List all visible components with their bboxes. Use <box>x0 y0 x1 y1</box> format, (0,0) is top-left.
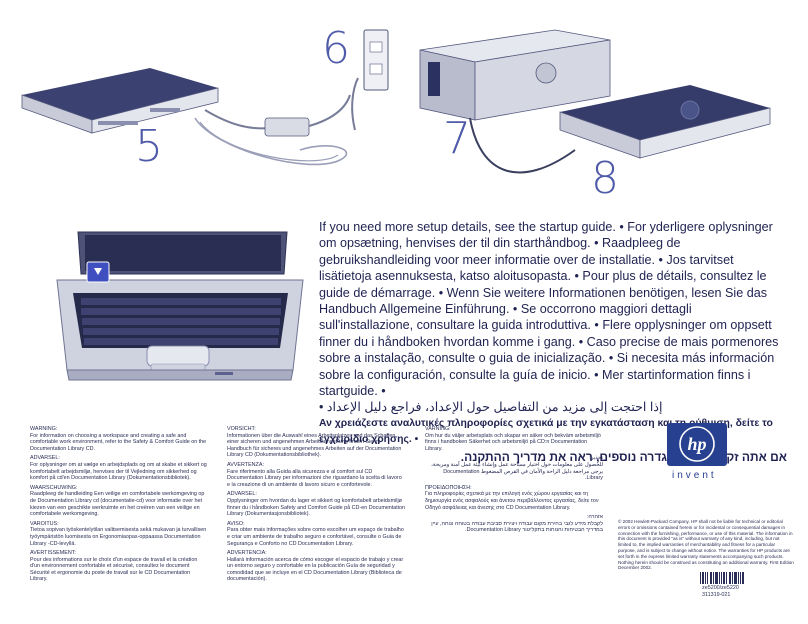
step-number-8: 8 <box>591 153 619 204</box>
hp-logo-text: hp <box>687 434 706 454</box>
step-number-6: 6 <box>322 23 350 74</box>
copyright-notice: © 2002 Hewlett-Packard Company. HP shall… <box>618 519 794 571</box>
warning-body: Om hur du väljer arbetsplats och skapar … <box>425 432 601 452</box>
warning-heading: WARNING: <box>30 426 58 432</box>
warning-body: Pour des informations sur le choix d'un … <box>30 556 198 583</box>
barcode-number: 311319-021 <box>702 592 731 598</box>
setup-multilingual-paragraph: If you need more setup details, see the … <box>319 220 779 399</box>
warning-body: للحصول على معلومات حول اختيار مساحة عمل … <box>431 461 603 482</box>
warning-body: Opplysninger om hvordan du lager et sikk… <box>227 497 405 518</box>
warning-heading: VARNING: <box>425 426 451 432</box>
warning-heading: VORSICHT: <box>227 426 256 432</box>
step-number-5: 5 <box>135 121 163 172</box>
power-adapter-illustration <box>194 94 351 166</box>
hp-logo-icon: hp <box>679 426 715 462</box>
warning-heading: ADVARSEL: <box>30 455 60 462</box>
model-number: ze5200/ze5220 <box>702 585 739 591</box>
warning-body: לקבלת מידע לגבי בחירת מקום עבודה ויצירת … <box>431 520 603 534</box>
warning-body: Για πληροφορίες σχετικά με την επιλογή ε… <box>425 491 599 511</box>
warning-body: For oplysninger om at vælge en arbejdspl… <box>30 461 207 482</box>
warning-body: Tietoa sopivan työskentelytilan valitsem… <box>30 527 207 547</box>
warnings-column-3: VARNING: Om hur du väljer arbetsplats oc… <box>425 423 603 534</box>
warning-heading: WAARSCHUWING: <box>30 484 78 491</box>
warning-heading: אזהרה: <box>586 514 603 521</box>
step-number-7: 7 <box>443 113 471 164</box>
warning-heading: AVISO: <box>227 520 245 527</box>
warning-body: For information on choosing a workspace … <box>30 432 207 452</box>
warning-body: Para obter mais informações sobre como e… <box>227 527 404 547</box>
warning-body: Hallará información acerca de cómo escog… <box>227 556 404 583</box>
warning-heading: ΠΡΟΕΙΔΟΠΟΙΗΣΗ: <box>425 484 472 491</box>
setup-details-text: If you need more setup details, see the … <box>319 219 787 465</box>
warning-body: Raadpleeg de handleiding Een veilige en … <box>30 491 205 518</box>
laptop-rear-illustration <box>469 85 771 174</box>
warning-body: Fare riferimento alla Guida alla sicurez… <box>227 468 402 488</box>
warning-body: Informationen über die Auswahl eines Arb… <box>227 432 402 459</box>
warnings-column-2: VORSICHT: Informationen über die Auswahl… <box>227 423 405 583</box>
closed-laptop-illustration <box>21 68 219 134</box>
warning-heading: ADVERTENCIA: <box>227 550 267 557</box>
part-number-block: ze5200/ze5220 311319-021 <box>702 585 739 599</box>
wall-outlet-illustration <box>351 29 389 131</box>
open-laptop-illustration <box>56 231 304 381</box>
warning-heading: AVVERTENZA: <box>227 461 264 468</box>
warning-heading: تحذير: <box>589 455 603 462</box>
warning-heading: AVERTISSEMENT: <box>30 550 76 557</box>
setup-arabic-line: إذا احتجت إلى مزيد من التفاصيل حول الإعد… <box>319 400 663 415</box>
printer-illustration <box>419 29 611 121</box>
setup-greek-line: Αν χρειάζεστε αναλυτικές πληροφορίες σχε… <box>319 417 773 446</box>
setup-illustrations <box>21 29 771 174</box>
warnings-column-1: WARNING: For information on choosing a w… <box>30 423 208 583</box>
barcode-icon <box>700 572 744 584</box>
hp-logo: hp <box>667 423 727 466</box>
invent-tagline: invent <box>672 470 717 481</box>
warning-heading: VAROITUS: <box>30 520 59 527</box>
warning-heading: ADVARSEL: <box>227 491 257 498</box>
